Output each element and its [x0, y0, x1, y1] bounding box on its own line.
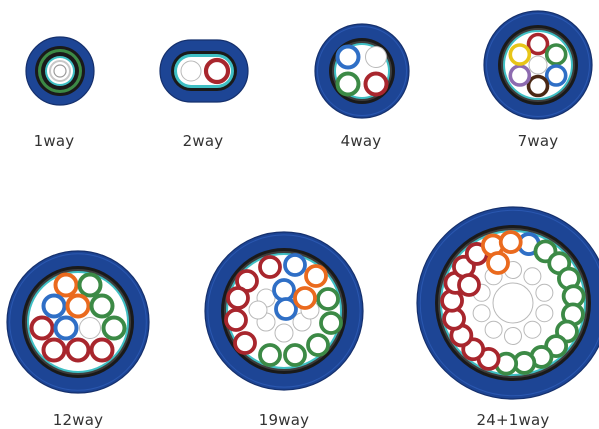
tube-#a8262d	[89, 337, 115, 363]
tube-#a8262d	[65, 337, 91, 363]
label-24plus1way: 24+1way	[476, 411, 550, 429]
cable-2way	[159, 39, 249, 103]
cable-1way	[25, 36, 95, 106]
cable-24plus1way	[416, 206, 599, 400]
tube-#2f6fc6	[544, 64, 568, 87]
tube-#3c8a46	[316, 287, 340, 311]
tube-#a8262d	[233, 331, 257, 355]
filler-tube	[274, 323, 294, 343]
tube-#8d6bb0	[508, 64, 532, 87]
tube-#ea6a1e	[498, 230, 523, 254]
tube-#ea6a1e	[304, 264, 328, 288]
jacket-highlight	[317, 26, 407, 116]
tube-#a8262d	[363, 71, 389, 97]
filler-tube	[528, 55, 548, 75]
label-19way: 19way	[258, 411, 310, 429]
cable-4way	[314, 23, 410, 119]
filler-tube	[472, 304, 491, 323]
filler-tube	[535, 304, 554, 323]
tube-#a8262d	[457, 273, 481, 297]
label-12way: 12way	[52, 411, 104, 429]
tube-#3c8a46	[544, 43, 568, 66]
jacket-highlight	[207, 234, 361, 388]
tube-#a8262d	[224, 308, 248, 332]
filler-tube	[535, 283, 554, 302]
tube-#ea6a1e	[486, 251, 510, 275]
jacket-highlight	[9, 253, 147, 391]
filler-tube	[523, 267, 542, 286]
label-7way: 7way	[517, 132, 559, 150]
filler-tube	[504, 327, 522, 345]
tube-#3c8a46	[89, 293, 115, 319]
cable-19way	[204, 231, 364, 391]
tube-#a8262d	[41, 337, 67, 363]
jacket-highlight	[419, 209, 599, 397]
tube-#3c8a46	[258, 343, 282, 367]
cable-12way	[6, 250, 150, 394]
label-4way: 4way	[340, 132, 382, 150]
tube-#2f6fc6	[335, 44, 361, 70]
tube-#3c8a46	[101, 315, 127, 341]
tube-#ea6a1e	[65, 293, 91, 319]
center-fiber	[53, 64, 67, 78]
filler-tube	[365, 46, 387, 68]
tube-#ea6a1e	[293, 286, 317, 310]
tube-#ea6a1e	[53, 272, 79, 298]
tube-#e7c519	[508, 43, 532, 66]
label-2way: 2way	[182, 132, 224, 150]
filler-tube	[484, 320, 503, 339]
jacket-highlight	[486, 13, 590, 117]
center-large-duct	[492, 282, 534, 324]
filler-tube	[523, 320, 542, 339]
tube-#3c8a46	[283, 343, 307, 367]
tube-#a8262d	[226, 286, 250, 310]
tube-#3c8a46	[319, 311, 343, 335]
tube-#2f6fc6	[283, 253, 307, 277]
tube-#2f6fc6	[272, 278, 296, 302]
tube-#2f6fc6	[53, 315, 79, 341]
filler-tube	[248, 300, 268, 320]
filler-tube	[79, 317, 101, 339]
tube-#3c8a46	[77, 272, 103, 298]
filler-tube	[180, 60, 202, 82]
tube-#4a2814	[526, 74, 550, 98]
cable-7way	[483, 10, 593, 120]
tube-red	[203, 57, 231, 85]
tube-#2f6fc6	[274, 297, 298, 321]
tube-#a8262d	[29, 315, 55, 341]
tube-#2f6fc6	[41, 293, 67, 319]
label-1way: 1way	[33, 132, 75, 150]
tube-#3c8a46	[335, 71, 361, 97]
tube-#a8262d	[258, 255, 282, 279]
tube-#3c8a46	[306, 333, 330, 357]
tube-#a8262d	[526, 32, 550, 56]
